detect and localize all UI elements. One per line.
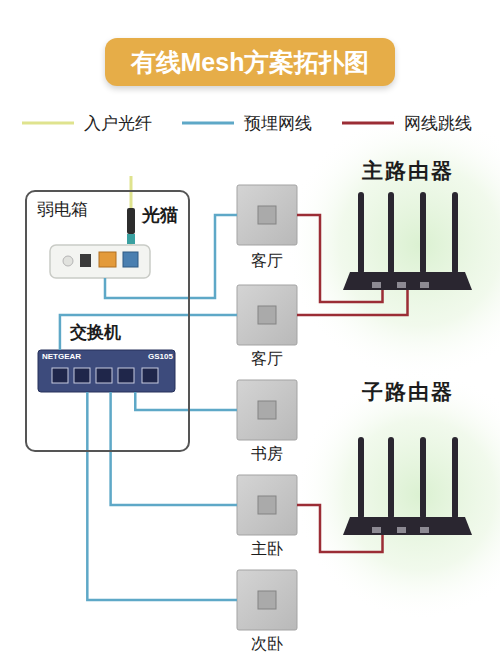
cable-connector: [297, 290, 408, 315]
node-label: 书房: [251, 444, 283, 463]
wall-plate: 客厅: [237, 285, 297, 345]
router-port: [397, 282, 406, 288]
optical-modem: 光猫: [50, 245, 150, 278]
cable-connector: [297, 505, 383, 552]
fiber-plug: [127, 234, 135, 244]
router-antenna: [388, 192, 394, 274]
modem-fiber-port: [123, 252, 138, 267]
title-text: 有线Mesh方案拓扑图: [131, 46, 370, 79]
switch-port: [118, 368, 134, 383]
cable-connector: [60, 315, 237, 350]
rj45-socket: [258, 306, 276, 324]
modem-port: [80, 254, 91, 267]
router-antenna: [420, 192, 426, 274]
legend-text: 网线跳线: [404, 112, 472, 135]
wifi-glow: [285, 110, 500, 380]
legend-text: 预埋网线: [244, 112, 312, 135]
wall-plate: 主卧: [237, 475, 297, 535]
cable-connector: [87, 392, 237, 600]
router-body: [343, 517, 472, 535]
distribution-box: 弱电箱光猫交换机: [25, 190, 190, 452]
brand-label: GS105: [148, 353, 173, 361]
modem-lan-port: [99, 252, 116, 267]
switch-port: [142, 368, 158, 383]
rj45-socket: [258, 206, 276, 224]
wall-plate: 次卧: [237, 570, 297, 630]
cable-connector: [297, 215, 383, 302]
node-label: 客厅: [251, 251, 283, 270]
routers: [343, 192, 472, 535]
legend-line-sample: [182, 118, 234, 128]
fiber-plug: [127, 208, 135, 234]
node-label: 客厅: [251, 349, 283, 368]
rj45-socket: [258, 401, 276, 419]
switch-port: [52, 368, 68, 383]
wall-plate: [237, 185, 297, 245]
router-port: [420, 282, 429, 288]
router-port: [372, 282, 381, 288]
router-port: [397, 527, 406, 533]
wall-plate: [237, 380, 297, 440]
router-antenna: [358, 437, 364, 519]
legend-line-sample: [342, 118, 394, 128]
switch-ports: [52, 368, 158, 383]
sub-router: 子路由器: [345, 517, 470, 535]
node-label: 次卧: [251, 634, 283, 653]
router-antenna: [388, 437, 394, 519]
cable-connector: [135, 392, 237, 410]
legend-text: 入户光纤: [84, 112, 152, 135]
router-antenna: [452, 192, 458, 274]
switch-port: [74, 368, 90, 383]
wall-plate: 客厅: [237, 185, 297, 245]
cable-connector: [111, 392, 237, 505]
cable-connector: [105, 215, 237, 298]
wall-plate: [237, 285, 297, 345]
wifi-glow: [295, 370, 500, 620]
node-label: 主卧: [251, 539, 283, 558]
title-banner: 有线Mesh方案拓扑图: [105, 38, 395, 86]
router-body: [343, 272, 472, 290]
wall-plate: [237, 570, 297, 630]
wall-plates: [237, 185, 297, 630]
node-label: 主路由器: [362, 158, 454, 183]
router-antenna: [358, 192, 364, 274]
router-antenna: [420, 437, 426, 519]
switch-port: [96, 368, 112, 383]
wall-plate: 书房: [237, 380, 297, 440]
switch-body: [38, 350, 175, 392]
node-label: 光猫: [142, 205, 178, 227]
brand-label: NETGEAR: [42, 353, 81, 361]
node-label: 交换机: [70, 323, 121, 343]
legend-item: 网线跳线: [342, 110, 472, 136]
legend-item: 入户光纤: [22, 110, 152, 136]
node-label: 子路由器: [362, 379, 454, 404]
router-port: [420, 527, 429, 533]
modem-body: [50, 245, 150, 278]
router-port: [372, 527, 381, 533]
legend-line-sample: [22, 118, 74, 128]
router-antenna: [452, 437, 458, 519]
wall-plate: [237, 475, 297, 535]
rj45-socket: [258, 496, 276, 514]
rj45-socket: [258, 591, 276, 609]
modem-button: [63, 256, 73, 266]
node-label: 弱电箱: [37, 200, 88, 220]
legend-item: 预埋网线: [182, 110, 312, 136]
main-router: 主路由器: [345, 272, 470, 290]
